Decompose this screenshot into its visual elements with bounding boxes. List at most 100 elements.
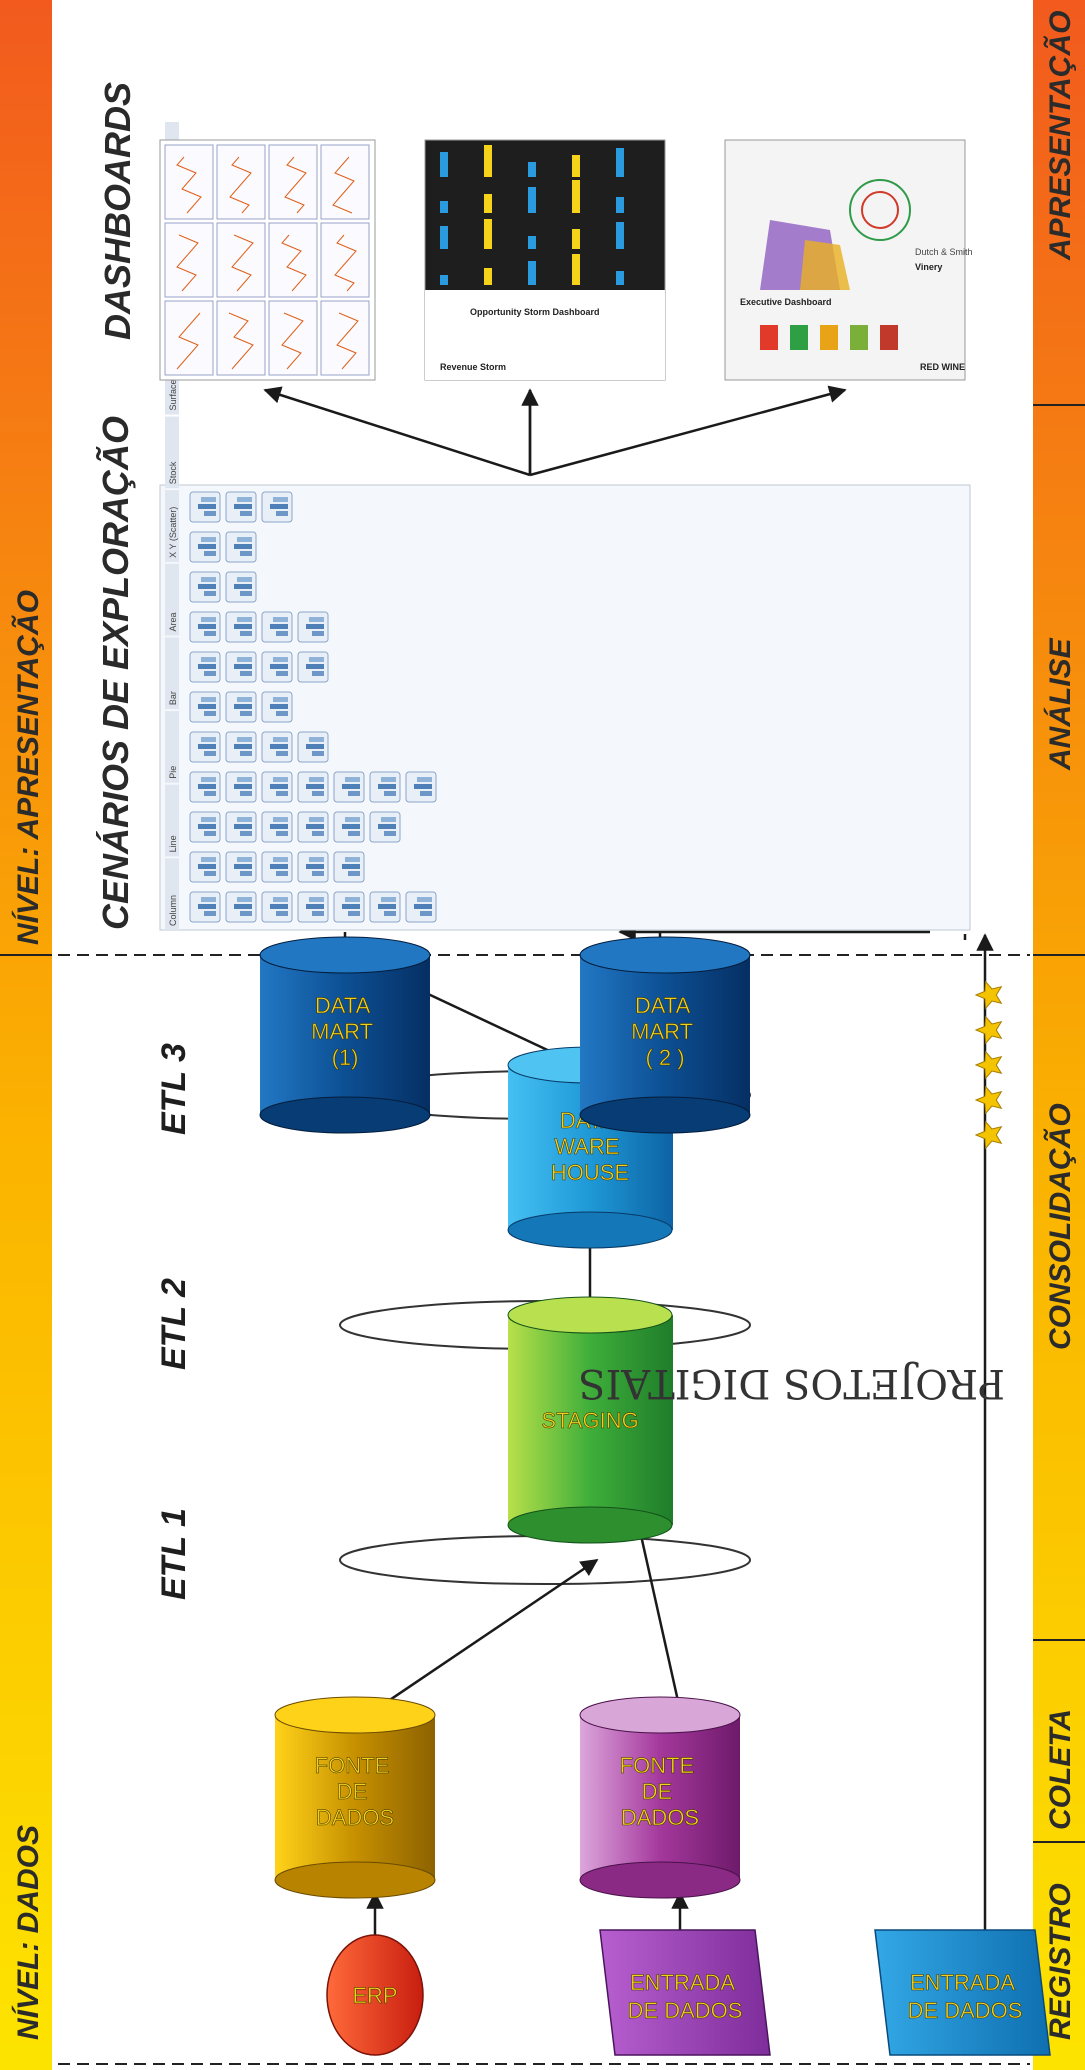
chart-type-icon-bar xyxy=(312,631,324,636)
star-icon xyxy=(974,1015,1003,1045)
chart-type-icon-bar xyxy=(237,857,252,862)
datamart2-top xyxy=(579,936,751,974)
dashboard2-bar xyxy=(528,162,536,177)
chart-type-icon-bar xyxy=(342,784,360,789)
chart-type-icon-bar xyxy=(201,577,216,582)
chart-type-icon-bar xyxy=(270,624,288,629)
chart-type-icon-bar xyxy=(240,871,252,876)
chart-type-icon-bar xyxy=(240,551,252,556)
gallery-category-header xyxy=(165,784,179,857)
chart-type-icon-bar xyxy=(384,831,396,836)
chart-type-icon-bar xyxy=(198,624,216,629)
dashboard1-panel xyxy=(216,144,266,220)
chart-type-icon-bar xyxy=(273,617,288,622)
etl1-label: ETL 1 xyxy=(155,1508,193,1600)
apresentacao-label: APRESENTAÇÃO xyxy=(1043,11,1077,261)
chart-type-icon-bar xyxy=(384,791,396,796)
chart-type-icon-bar xyxy=(348,911,360,916)
chart-type-icon-bar xyxy=(198,904,216,909)
dashboard1-panel xyxy=(164,144,214,220)
coleta-label: COLETA xyxy=(1044,1709,1077,1830)
chart-type-icon-bar xyxy=(204,911,216,916)
to-dashboard1-arrow xyxy=(263,386,531,477)
chart-type-icon-bar xyxy=(198,784,216,789)
dashboard-3: Executive Dashboard Vinery Dutch & Smith… xyxy=(724,139,973,381)
datamart1-node: DATA MART (1) xyxy=(259,936,431,1134)
dashboard3-frame xyxy=(724,139,966,381)
chart-type-icon-bar xyxy=(306,864,324,869)
chart-type-icon-bar xyxy=(234,544,252,549)
star-icon xyxy=(974,1120,1003,1150)
chart-type-icon-bar xyxy=(237,497,252,502)
dashboard1-panel-line xyxy=(334,234,357,292)
gallery-category-label: X Y (Scatter) xyxy=(168,507,178,558)
fonte1-text: FONTE DE DADOS xyxy=(315,1753,396,1830)
fonte2-line2: DE xyxy=(642,1779,673,1804)
chart-type-icon-bar xyxy=(234,664,252,669)
dashboard2-sidebar xyxy=(425,325,665,380)
chart-type-icon-bar xyxy=(306,744,324,749)
chart-type-icon-bar xyxy=(240,751,252,756)
gallery-category-label: Stock xyxy=(168,461,178,484)
chart-type-icon-bar xyxy=(234,904,252,909)
dashboard2-bar xyxy=(616,148,624,177)
dashboard3-art xyxy=(760,179,911,350)
chart-type-icon-bar xyxy=(270,864,288,869)
chart-type-icon-bar xyxy=(237,897,252,902)
consolidacao-label: CONSOLIDAÇÃO xyxy=(1043,1103,1077,1350)
chart-type-icon-bar xyxy=(309,657,324,662)
fonte2-node: FONTE DE DADOS xyxy=(579,1696,741,1899)
chart-type-icon-bar xyxy=(276,831,288,836)
entrada2-shape xyxy=(874,1929,1051,2056)
dashboard1-panel xyxy=(216,222,266,298)
dashboard1-panel-line xyxy=(176,312,201,370)
datamart1-body xyxy=(260,955,430,1115)
chart-type-icon-bar xyxy=(201,777,216,782)
chart-type-icon-bar xyxy=(306,904,324,909)
entrada2-line2: DE DADOS xyxy=(908,1998,1023,2023)
dashboard2-bar xyxy=(484,219,492,249)
chart-type-icon-bar xyxy=(237,657,252,662)
dashboard2-title: Opportunity Storm Dashboard xyxy=(470,307,600,317)
datamart1-base xyxy=(259,1096,431,1134)
fonte2-line3: DADOS xyxy=(621,1805,699,1830)
gallery-category-label: Bar xyxy=(168,691,178,705)
chart-type-icon-bar xyxy=(276,711,288,716)
dashboard1-panel-line xyxy=(176,234,199,292)
warehouse-base xyxy=(507,1211,673,1249)
chart-type-icon-bar xyxy=(273,497,288,502)
dashboard1-panel xyxy=(164,222,214,298)
fonte2-top xyxy=(579,1696,741,1734)
gallery-category-label: Line xyxy=(168,835,178,852)
chart-type-icon-bar xyxy=(234,784,252,789)
chart-type-icon-bar xyxy=(273,657,288,662)
entrada1-line1: ENTRADA xyxy=(630,1970,735,1995)
dashboard1-panel-line xyxy=(281,312,304,370)
chart-type-icon-bar xyxy=(240,671,252,676)
chart-type-icon-bar xyxy=(234,704,252,709)
chart-type-icon-bar xyxy=(198,704,216,709)
gallery-category-label: Pie xyxy=(168,766,178,779)
dashboard2-bar xyxy=(440,152,448,177)
chart-type-icon-bar xyxy=(417,777,432,782)
chart-type-icon-bar xyxy=(201,657,216,662)
fonte2-base xyxy=(579,1861,741,1899)
chart-type-icon-bar xyxy=(342,904,360,909)
chart-type-icon-bar xyxy=(240,631,252,636)
datamart1-line1: DATA xyxy=(315,993,371,1018)
dashboard1-panel xyxy=(320,300,370,376)
chart-type-icon-bar xyxy=(348,871,360,876)
chart-type-icon-bar xyxy=(240,791,252,796)
chart-type-icon-bar xyxy=(378,904,396,909)
dashboard2-bar xyxy=(616,271,624,285)
analise-label: ANÁLISE xyxy=(1043,637,1077,771)
gallery-category-header xyxy=(165,637,179,710)
dashboard2-bar xyxy=(572,155,580,177)
datamart2-base xyxy=(579,1096,751,1134)
dashboard1-panel-line xyxy=(336,312,359,370)
chart-type-icon-bar xyxy=(312,791,324,796)
chart-type-icon-bar xyxy=(309,897,324,902)
datamart2-text: DATA MART ( 2 ) xyxy=(631,993,699,1070)
gallery-category-header xyxy=(165,563,179,636)
top-band: NÍVEL: DADOS NÍVEL: APRESENTAÇÃO xyxy=(0,0,52,2070)
